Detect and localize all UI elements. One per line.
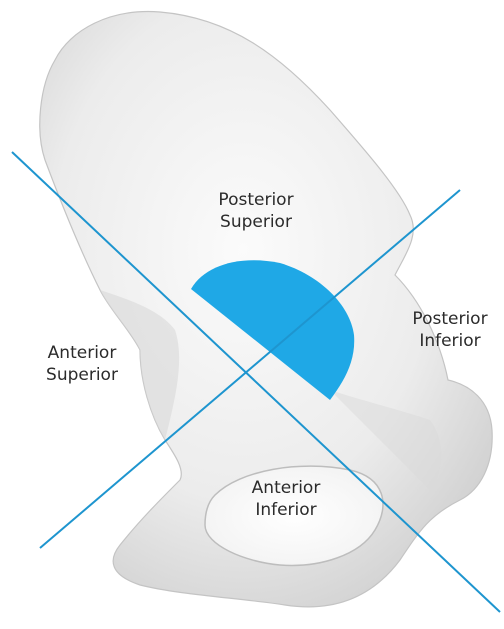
label-line: Anterior — [22, 342, 142, 364]
label-anterior-inferior: Anterior Inferior — [226, 477, 346, 521]
label-posterior-inferior: Posterior Inferior — [396, 308, 504, 352]
label-line: Superior — [196, 211, 316, 233]
label-line: Posterior — [396, 308, 504, 330]
label-anterior-superior: Anterior Superior — [22, 342, 142, 386]
label-posterior-superior: Posterior Superior — [196, 189, 316, 233]
label-line: Inferior — [226, 499, 346, 521]
label-line: Superior — [22, 364, 142, 386]
label-line: Posterior — [196, 189, 316, 211]
label-line: Inferior — [396, 330, 504, 352]
label-line: Anterior — [226, 477, 346, 499]
